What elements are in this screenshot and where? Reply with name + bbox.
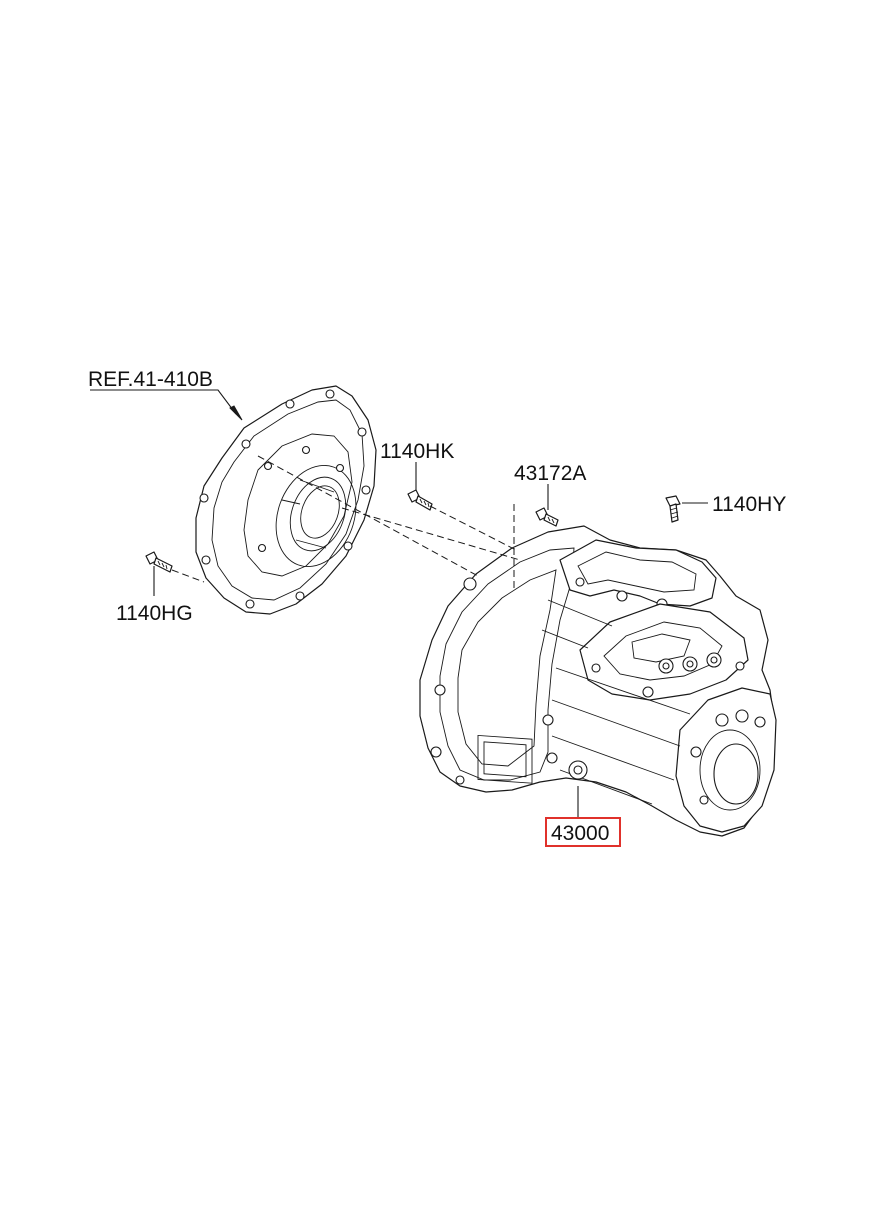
bolt-1140hg-label: 1140HG xyxy=(116,602,193,625)
assembly-guide-lines xyxy=(171,455,521,590)
bolt-1140hy-label: 1140HY xyxy=(712,493,786,516)
clutch-housing-cover xyxy=(195,385,377,615)
bolt-1140hk-icon xyxy=(407,489,433,511)
transaxle-part-number-callout[interactable]: 43000 xyxy=(545,817,621,847)
bolt-1140hy-icon xyxy=(665,495,681,523)
bolt-1140hg-icon xyxy=(145,551,173,573)
bolt-43172a-icon xyxy=(535,507,559,527)
leader-lines xyxy=(90,389,708,818)
bolt-1140hk-label: 1140HK xyxy=(380,440,454,463)
transaxle-assembly xyxy=(419,525,777,837)
part-number-highlight-box xyxy=(545,817,621,847)
transaxle-part-number-label: 43000 xyxy=(551,822,609,845)
bolt-43172a-label: 43172A xyxy=(514,462,586,485)
ref-clutch-housing-label: REF.41-410B xyxy=(88,368,213,391)
